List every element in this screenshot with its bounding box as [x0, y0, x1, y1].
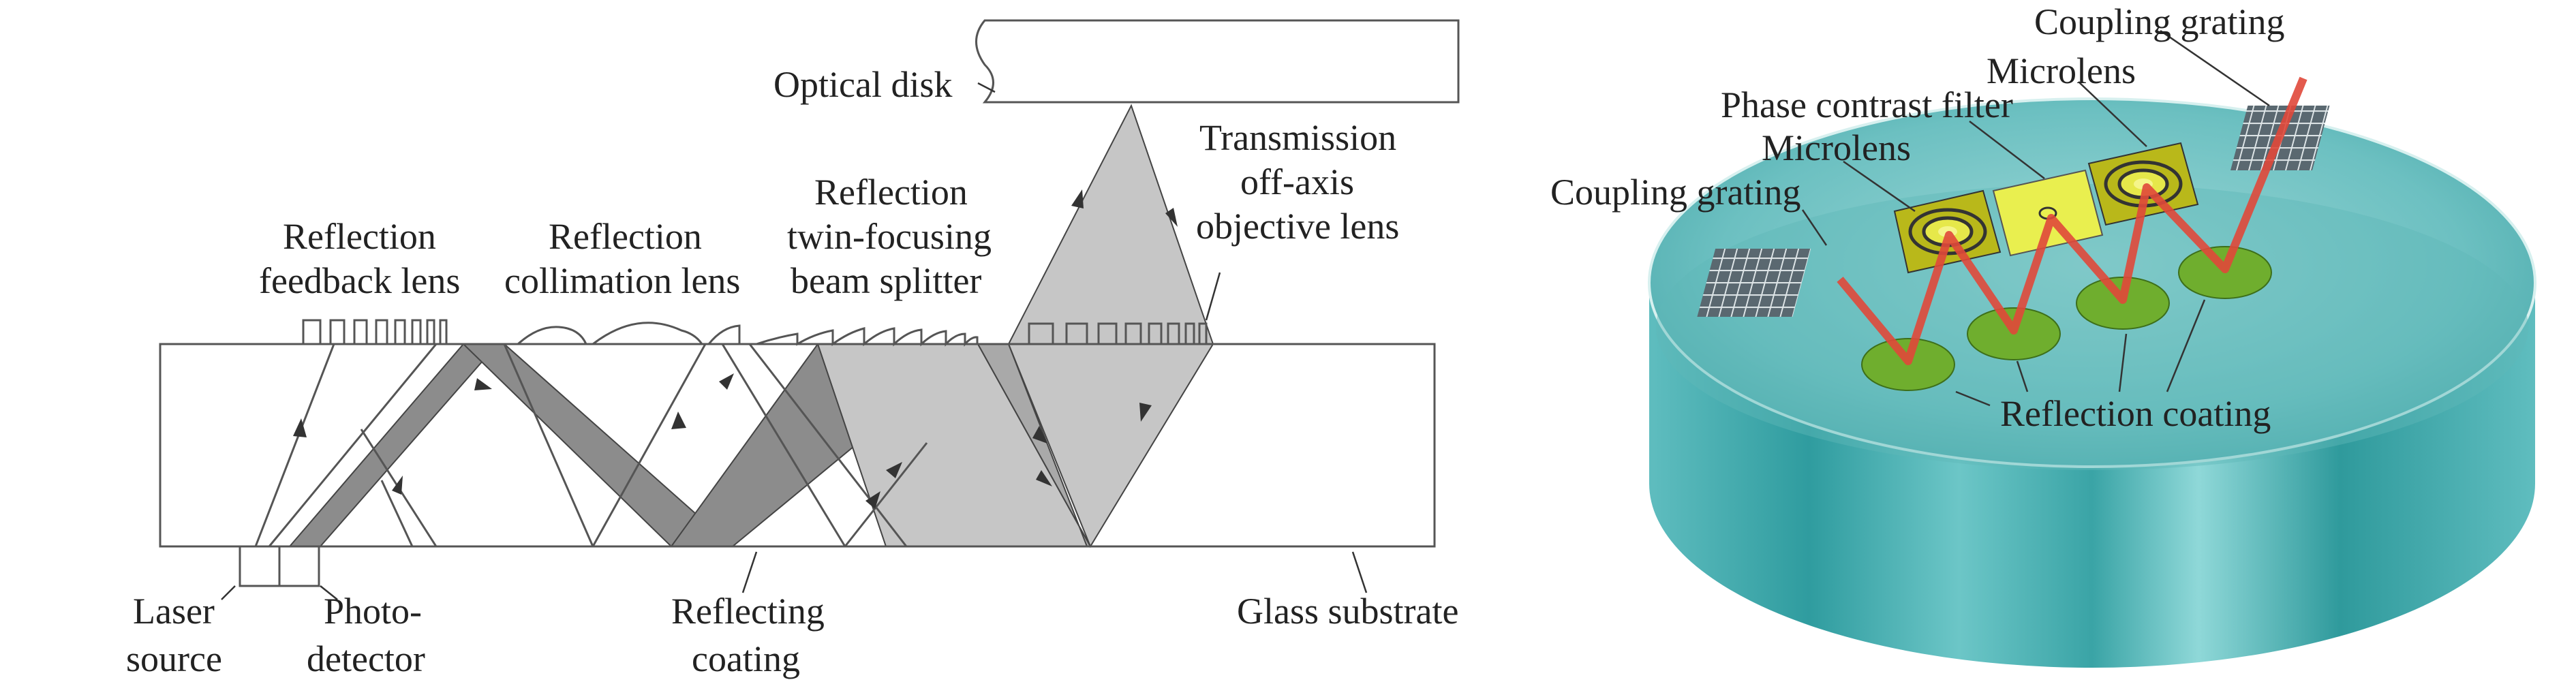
label-coupling-grating-left: Coupling grating	[1550, 172, 1800, 213]
label-reflecting-2: coating	[692, 638, 800, 679]
right-leader-lines	[1801, 29, 2270, 407]
photodetector-box	[278, 545, 320, 587]
label-phase-contrast-filter: Phase contrast filter	[1721, 84, 2013, 125]
laser-beam-path	[1837, 76, 2307, 365]
label-reflection-coating: Reflection coating	[2000, 393, 2271, 434]
label-optical-disk: Optical disk	[773, 64, 952, 105]
label-reflecting-1: Reflecting	[671, 591, 825, 632]
leader-lines	[221, 82, 1368, 600]
collimation-lens	[517, 322, 741, 345]
label-microlens-top: Microlens	[1987, 50, 2136, 91]
label-photo-2: detector	[307, 638, 425, 679]
label-glass-substrate: Glass substrate	[1237, 591, 1458, 632]
label-collimation-2: collimation lens	[504, 260, 740, 301]
feedback-lens-grating	[302, 319, 448, 345]
beam-collimation	[461, 343, 735, 547]
label-transmission-3: objective lens	[1196, 206, 1399, 247]
optical-disk	[975, 19, 1460, 104]
ray-lines	[254, 343, 928, 547]
label-laser-1: Laser	[133, 591, 215, 632]
label-transmission-1: Transmission	[1199, 117, 1396, 158]
laser-source-box	[239, 545, 281, 587]
label-collimation-1: Reflection	[549, 216, 702, 257]
label-twin-3: beam splitter	[791, 260, 981, 301]
beam-feedback	[288, 343, 500, 547]
label-photo-1: Photo-	[324, 591, 422, 632]
beam-to-disk	[1007, 104, 1214, 345]
label-twin-2: twin-focusing	[787, 216, 992, 257]
label-coupling-grating-top: Coupling grating	[2034, 1, 2284, 42]
label-feedback-1: Reflection	[283, 216, 436, 257]
phase-contrast-filter	[1992, 169, 2104, 257]
beam-splitter-grating	[756, 327, 979, 347]
label-transmission-2: off-axis	[1240, 161, 1354, 202]
label-feedback-2: feedback lens	[259, 260, 460, 301]
disk-top-inner	[1656, 184, 2528, 470]
ray-arrows	[293, 189, 1178, 509]
label-twin-1: Reflection	[814, 172, 968, 213]
planar-microoptics-disk-diagram: Coupling grating Microlens Phase contras…	[1550, 1, 2536, 668]
objective-lens-grating	[1028, 322, 1208, 345]
label-laser-2: source	[126, 638, 222, 679]
coupling-grating-left	[1697, 249, 1811, 317]
label-microlens-left: Microlens	[1762, 127, 1911, 168]
planar-optical-head-diagram: Optical disk Transmission off-axis objec…	[126, 19, 1460, 679]
